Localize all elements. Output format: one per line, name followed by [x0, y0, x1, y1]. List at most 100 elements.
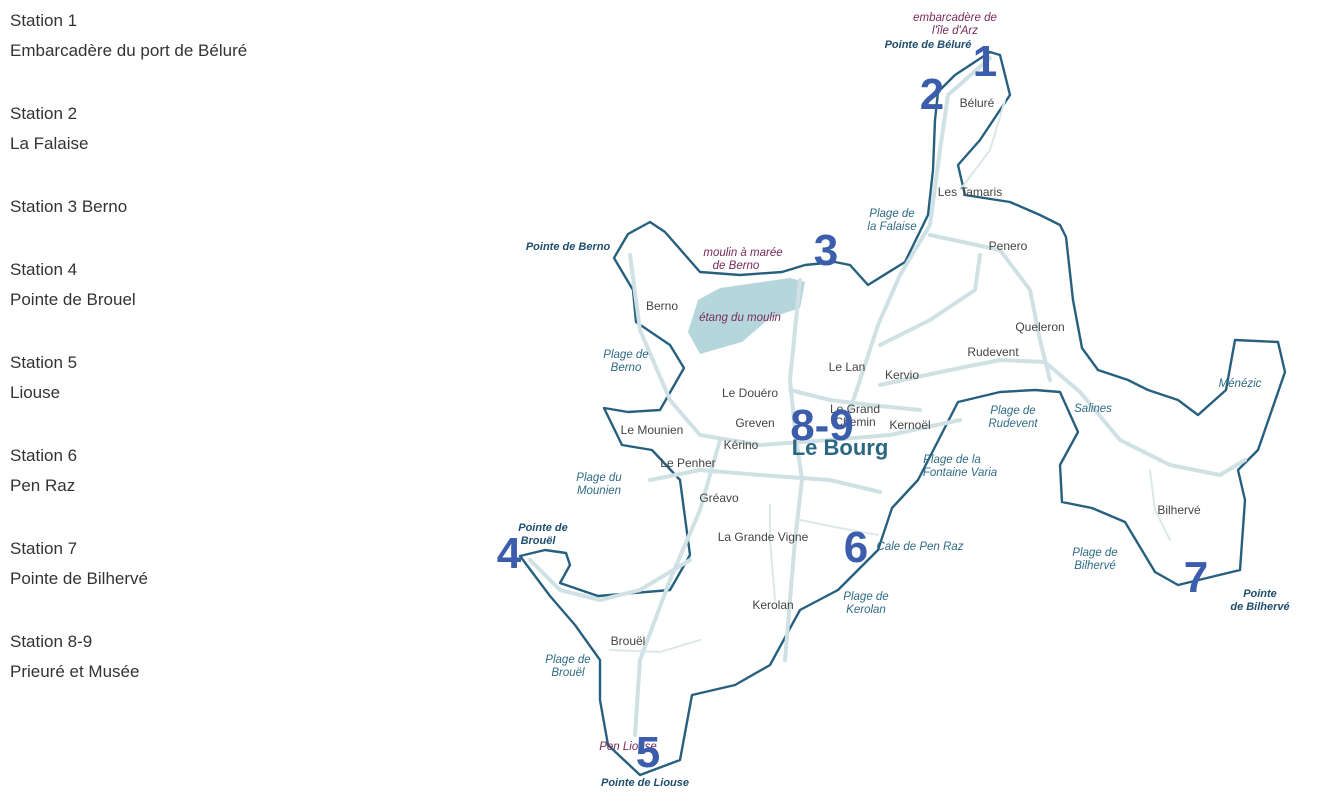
beach-label: Cale de Pen Raz: [877, 541, 964, 553]
station-subtitle: Embarcadère du port de Béluré: [10, 41, 248, 60]
landmark-label: Pen Liouse: [599, 741, 657, 753]
island-coastline: [518, 50, 1287, 777]
place-label: Le Douéro: [722, 386, 778, 400]
point-label-line: Pointe de: [518, 522, 568, 534]
station-number-1[interactable]: 1: [973, 37, 997, 86]
station-item: Station 2 La Falaise: [10, 99, 430, 192]
place-label: Brouël: [611, 634, 646, 648]
place-label: La Grande Vigne: [718, 530, 809, 544]
place-label: Béluré: [960, 96, 995, 110]
beach-label: Ménézic: [1219, 378, 1262, 390]
station-subtitle: Prieuré et Musée: [10, 662, 140, 681]
road: [878, 253, 982, 347]
place-label: Rudevent: [967, 345, 1019, 359]
station-subtitle: Pen Raz: [10, 476, 76, 495]
beach-label-line: Berno: [611, 362, 642, 374]
beach-label-line: Bilhervé: [1074, 560, 1116, 572]
place-label: Kervio: [885, 368, 919, 382]
station-title: Station 5: [10, 353, 78, 372]
station-number-3[interactable]: 3: [814, 226, 838, 275]
place-label: Queleron: [1015, 320, 1064, 334]
beach-label-line: Mounien: [577, 485, 621, 497]
beach-label: Salines: [1074, 403, 1112, 415]
station-title: Station 6: [10, 446, 78, 465]
station-title: Station 1: [10, 11, 78, 30]
beach-label-line: Plage de: [603, 349, 648, 361]
beach-label-line: Kerolan: [846, 604, 886, 616]
beach-label-line: la Falaise: [867, 221, 916, 233]
point-label: Pointe de Berno: [526, 241, 611, 253]
beach-label-line: Plage de: [545, 654, 590, 666]
station-number-8-9[interactable]: 8-9: [790, 401, 854, 450]
road: [788, 388, 922, 412]
point-label-line: Pointe: [1243, 588, 1277, 600]
point-label: Pointe de Béluré: [885, 39, 972, 51]
station-item: Station 7 Pointe de Bilhervé: [10, 534, 430, 627]
landmark-label-line: l'île d'Arz: [932, 25, 978, 37]
station-subtitle: Liouse: [10, 383, 61, 402]
place-label: Les Tamaris: [938, 185, 1002, 199]
place-label: Penero: [989, 239, 1028, 253]
place-label-line: Le Grand: [830, 402, 880, 416]
road: [769, 504, 776, 601]
beach-label-line: Plage de: [843, 591, 888, 603]
road: [878, 358, 1247, 477]
station-title: Station 7: [10, 539, 78, 558]
station-item: Station 4 Pointe de Brouel: [10, 255, 430, 348]
road: [609, 639, 701, 654]
road: [843, 56, 992, 427]
station-list: Station 1 Embarcadère du port de Béluré …: [10, 6, 430, 720]
landmark-label-line: de Berno: [713, 260, 760, 272]
station-title: Station 4: [10, 260, 78, 279]
beach-label-line: Rudevent: [988, 418, 1038, 430]
place-label: Le Penher: [660, 456, 715, 470]
road: [628, 253, 962, 447]
station-number-6[interactable]: 6: [844, 523, 868, 572]
beach-label-line: Plage de: [990, 405, 1035, 417]
beach-label-line: Plage de la: [923, 454, 981, 466]
station-number-4[interactable]: 4: [497, 529, 522, 578]
place-label: Gréavo: [699, 491, 739, 505]
road: [1149, 469, 1171, 541]
station-item: Station 5 Liouse: [10, 348, 430, 441]
beach-label-line: Fontaine Varia: [923, 467, 997, 479]
place-label: Bilhervé: [1157, 503, 1201, 517]
beach-label-line: Plage de: [869, 208, 914, 220]
station-subtitle: La Falaise: [10, 134, 89, 153]
road: [959, 99, 1006, 191]
station-number-5[interactable]: 5: [636, 728, 660, 777]
station-title: Station 2: [10, 104, 78, 123]
station-number-7[interactable]: 7: [1184, 553, 1208, 602]
road: [799, 519, 879, 536]
station-item: Station 3 Berno: [10, 192, 430, 255]
place-label: Kernoël: [889, 418, 930, 432]
road: [633, 438, 722, 737]
beach-label-line: Plage du: [576, 472, 622, 484]
road: [928, 233, 1052, 382]
point-label-line: Brouël: [521, 535, 557, 547]
place-label: Le Lan: [829, 360, 866, 374]
place-label: Kérino: [724, 438, 759, 452]
station-item: Station 8-9 Prieuré et Musée: [10, 627, 430, 720]
station-subtitle: Pointe de Bilhervé: [10, 569, 148, 588]
station-number-2[interactable]: 2: [920, 70, 944, 119]
point-label: Pointe de Liouse: [601, 777, 689, 789]
place-label: Greven: [735, 416, 774, 430]
road: [648, 468, 882, 494]
station-item: Station 1 Embarcadère du port de Béluré: [10, 6, 430, 99]
place-label: Le Mounien: [621, 423, 684, 437]
place-label-line: Chemin: [834, 415, 875, 429]
place-label: Berno: [646, 299, 678, 313]
landmark-label: étang du moulin: [699, 312, 781, 324]
place-label: Kerolan: [752, 598, 793, 612]
